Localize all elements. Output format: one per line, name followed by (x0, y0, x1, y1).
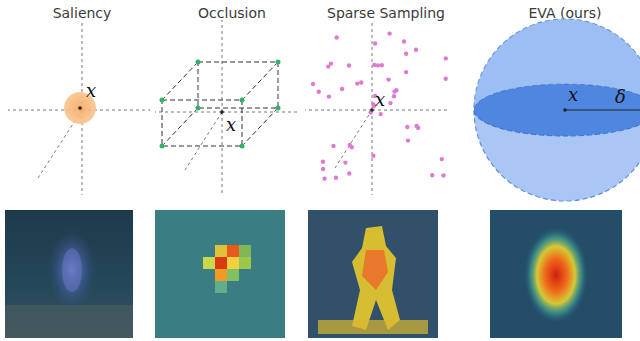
sample-point (444, 56, 448, 60)
sample-point (343, 160, 347, 164)
sample-point (444, 77, 448, 81)
sample-point (376, 63, 380, 67)
sphere-outline (473, 18, 640, 202)
sample-point (430, 173, 434, 177)
sample-point (392, 94, 396, 98)
sample-point (355, 81, 359, 85)
sample-point (335, 35, 339, 39)
variable-label: x (226, 116, 236, 134)
sparse-map (308, 210, 438, 338)
sample-point (340, 87, 344, 91)
sample-point (373, 41, 377, 45)
sample-point (348, 143, 352, 147)
radius-label: δ (615, 88, 626, 106)
sample-point (404, 70, 408, 74)
occlusion-box (162, 62, 278, 146)
variable-label: x (86, 82, 96, 100)
sample-point (321, 160, 325, 164)
eva-map (490, 210, 622, 338)
sample-point (379, 112, 383, 116)
sample-point (440, 157, 444, 161)
point (78, 106, 82, 110)
sample-points (311, 31, 448, 180)
panel-title: EVA (ours) (529, 6, 602, 20)
sample-point (327, 94, 331, 98)
sample-point (414, 48, 418, 52)
sample-point (331, 144, 335, 148)
sample-point (371, 154, 375, 158)
sample-point (414, 124, 418, 128)
sample-point (388, 101, 392, 105)
sample-point (359, 80, 363, 84)
sample-point (404, 52, 408, 56)
axes (305, 20, 450, 195)
sample-point (347, 171, 351, 175)
sample-point (387, 31, 391, 35)
sample-point (371, 102, 375, 106)
point (220, 110, 224, 114)
box-corners (160, 60, 281, 149)
sample-point (406, 138, 410, 142)
sample-point (334, 176, 338, 180)
sample-point (405, 125, 409, 129)
sample-point (329, 61, 333, 65)
sample-point (441, 173, 445, 177)
sample-point (311, 82, 315, 86)
point (370, 108, 374, 112)
panel-title: Occlusion (198, 6, 266, 20)
sample-point (386, 77, 390, 81)
sample-point (317, 90, 321, 94)
axes (8, 20, 150, 195)
sample-point (347, 63, 351, 67)
variable-label: x (568, 86, 578, 104)
sample-point (322, 176, 326, 180)
sample-point (402, 39, 406, 43)
variable-label: x (375, 91, 385, 109)
saliency-map (5, 210, 133, 338)
sample-point (394, 88, 398, 92)
axes (155, 20, 300, 195)
sample-point (321, 167, 325, 171)
panel-title: Sparse Sampling (327, 6, 445, 20)
panel-title: Saliency (53, 6, 112, 20)
eva-ball: xδ (473, 18, 640, 202)
sample-point (380, 63, 384, 67)
occlusion-map (155, 210, 285, 338)
